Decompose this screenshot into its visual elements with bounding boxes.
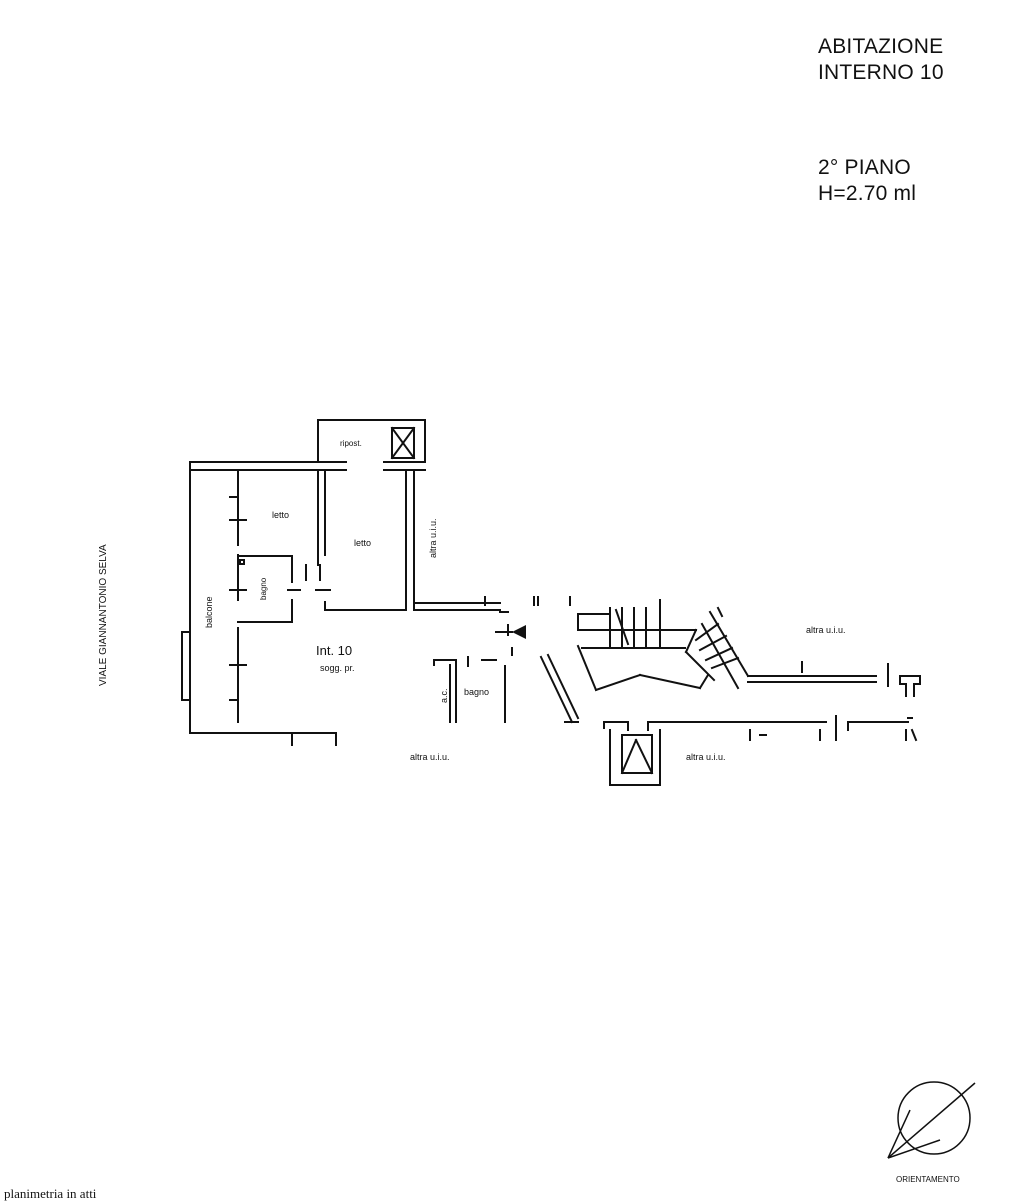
street-label: VIALE GIANNANTONIO SELVA [98,544,109,686]
lift-walls [603,715,918,786]
other-unit-vertical-label: altra u.i.u. [428,518,438,558]
height-label: H=2.70 ml [818,182,917,205]
bath-walls [433,653,580,724]
bedroom2-label: letto [354,538,371,548]
header-block: ABITAZIONE INTERNO 10 [818,34,944,86]
footer-note: planimetria in atti [4,1186,97,1201]
header-title: ABITAZIONE [818,35,944,58]
small-bath-walls [237,555,293,623]
floor-label: 2° PIANO [818,156,911,179]
bath-label: bagno [464,687,489,697]
floor-info: 2° PIANO H=2.70 ml [818,155,916,207]
balcony-wall [229,469,247,723]
balcony-label: balcone [204,596,214,628]
other-unit-bottom-mid-label: altra u.i.u. [686,752,726,762]
corridor-walls [576,599,889,692]
ac-label: a.c. [439,688,449,703]
facade-walls [181,461,347,746]
header-unit: INTERNO 10 [818,61,944,84]
hall-walls [484,596,571,656]
bedroom1-label: letto [272,510,289,520]
bedroom-walls [287,469,501,611]
closet-label: ripost. [340,439,362,448]
entry-arrow-icon [512,625,526,639]
unit-label: Int. 10 [316,643,352,658]
small-bath-label: bagno [259,577,268,600]
right-pillar [899,675,921,697]
other-unit-right-label: altra u.i.u. [806,625,846,635]
orientation-label: ORIENTAMENTO [896,1175,960,1184]
compass-icon [887,1081,976,1159]
closet-walls [317,419,426,471]
living-label: sogg. pr. [320,663,355,673]
other-unit-bottom-left-label: altra u.i.u. [410,752,450,762]
